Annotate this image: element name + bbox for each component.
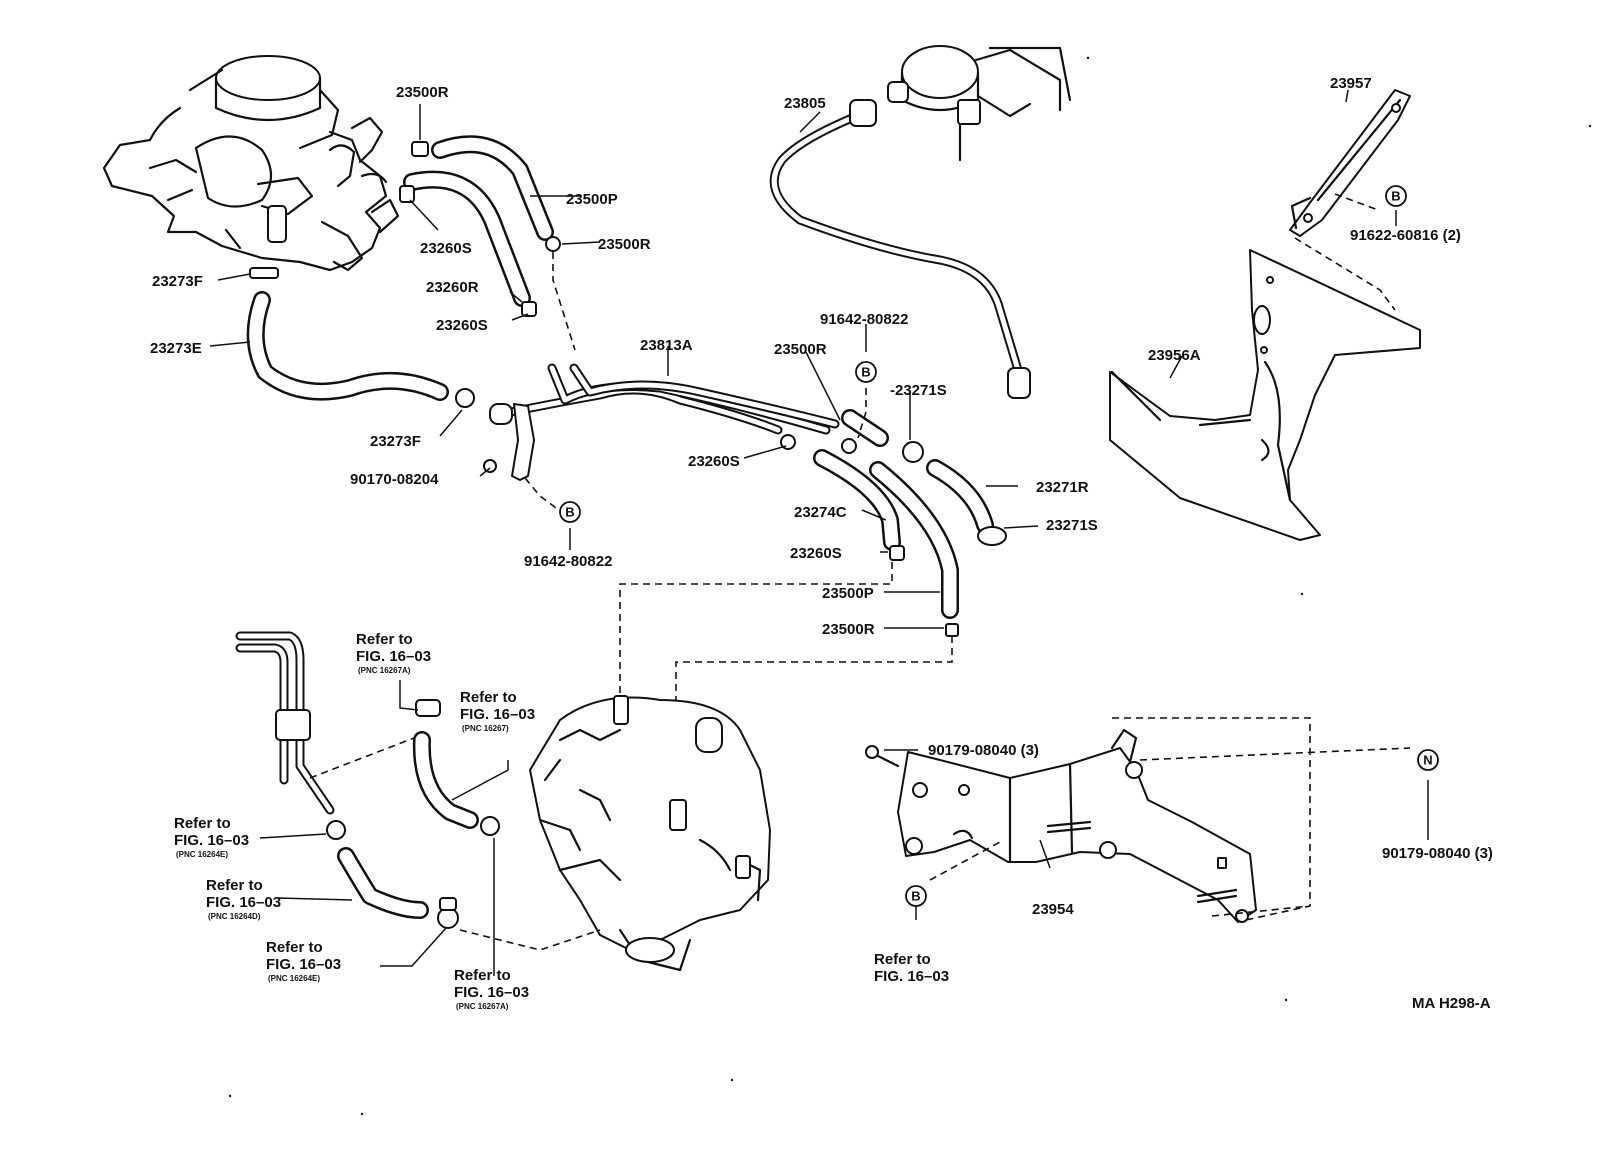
marker-b-2: B [855, 361, 877, 383]
refer-block-3: Refer to FIG. 16–03 (PNC 16264E) [174, 815, 249, 859]
svg-text:(PNC 16264E): (PNC 16264E) [268, 974, 320, 983]
svg-text:Refer to: Refer to [266, 939, 323, 956]
label-23274C: 23274C [794, 504, 847, 521]
refer-block-2: Refer to FIG. 16–03 (PNC 16267) [460, 689, 535, 733]
svg-text:FIG. 16–03: FIG. 16–03 [874, 968, 949, 985]
hose-23271R [841, 409, 1007, 546]
label-90179-08040-b: 90179-08040 (3) [1382, 845, 1493, 862]
label-23500P-b: 23500P [822, 585, 874, 602]
pipe-23813A [483, 363, 857, 481]
refer-block-7: Refer to FIG. 16–03 [874, 951, 949, 985]
dashed-line-23500R-pump [675, 636, 953, 700]
label-23271R: 23271R [1036, 479, 1089, 496]
dashed-line-left [309, 737, 601, 951]
diagram-code: MA H298-A [1412, 995, 1491, 1012]
svg-text:FIG. 16–03: FIG. 16–03 [266, 956, 341, 973]
label-23956A: 23956A [1148, 347, 1201, 364]
hose-23274C [813, 449, 901, 551]
label-23500R-a: 23500R [396, 84, 449, 101]
svg-text:FIG. 16–03: FIG. 16–03 [454, 984, 529, 1001]
label-23260R: 23260R [426, 279, 479, 296]
svg-text:Refer to: Refer to [206, 877, 263, 894]
label-23500R-d: 23500R [822, 621, 875, 638]
pump-assembly [529, 695, 771, 972]
left-pipes [235, 631, 346, 840]
label-23813A: 23813A [640, 337, 693, 354]
svg-text:(PNC 16264E): (PNC 16264E) [176, 850, 228, 859]
label-23260S-c: 23260S [688, 453, 740, 470]
label-23271S-a: -23271S [890, 382, 947, 399]
label-23957: 23957 [1330, 75, 1372, 92]
svg-text:Refer to: Refer to [460, 689, 517, 706]
label-23954: 23954 [1032, 901, 1074, 918]
svg-text:FIG. 16–03: FIG. 16–03 [356, 648, 431, 665]
label-91622-60816: 91622-60816 (2) [1350, 227, 1461, 244]
svg-text:Refer to: Refer to [454, 967, 511, 984]
bracket-23954 [865, 728, 1257, 923]
svg-text:B: B [1391, 189, 1400, 204]
label-23260S-b: 23260S [436, 317, 488, 334]
marker-n: N [1417, 749, 1439, 771]
svg-text:N: N [1423, 753, 1432, 768]
label-90179-08040-a: 90179-08040 (3) [928, 742, 1039, 759]
dashed-line-bracket-shield [1294, 193, 1396, 311]
dashed-line-23260S-pump [619, 562, 893, 706]
marker-b-1: B [1385, 185, 1407, 207]
scan-specks [228, 56, 1592, 1116]
refer-block-5: Refer to FIG. 16–03 (PNC 16264E) [266, 939, 341, 983]
refer-block-6: Refer to FIG. 16–03 (PNC 16267A) [454, 967, 529, 1011]
label-23273F-b: 23273F [370, 433, 421, 450]
svg-text:B: B [565, 505, 574, 520]
dashed-line-23954-b [929, 841, 1001, 881]
hose-lower-mid [412, 699, 500, 836]
label-23273E: 23273E [150, 340, 202, 357]
svg-text:FIG. 16–03: FIG. 16–03 [174, 832, 249, 849]
marker-b-4: B [905, 885, 927, 907]
hose-23500P-upper [431, 135, 554, 241]
svg-text:FIG. 16–03: FIG. 16–03 [206, 894, 281, 911]
vacuum-actuator [887, 45, 1072, 162]
label-23805: 23805 [784, 95, 826, 112]
dashed-line-23954-frame [1112, 717, 1411, 921]
refer-block-1: Refer to FIG. 16–03 (PNC 16267A) [356, 631, 431, 675]
hose-23260R [403, 170, 531, 307]
label-23271S-b: 23271S [1046, 517, 1098, 534]
dashed-line-91642-a [857, 388, 867, 439]
svg-text:Refer to: Refer to [174, 815, 231, 832]
refer-block-4: Refer to FIG. 16–03 (PNC 16264D) [206, 877, 281, 921]
label-91642-80822-a: 91642-80822 [820, 311, 908, 328]
hose-lower-left [337, 847, 459, 929]
svg-text:Refer to: Refer to [356, 631, 413, 648]
label-23260S-a: 23260S [420, 240, 472, 257]
marker-b-3: B [559, 501, 581, 523]
svg-text:B: B [911, 889, 920, 904]
shield-23956A [1109, 249, 1421, 541]
label-23500R-b: 23500R [598, 236, 651, 253]
bracket-23957 [1289, 89, 1411, 237]
svg-text:(PNC 16267A): (PNC 16267A) [456, 1002, 509, 1011]
label-23500P-a: 23500P [566, 191, 618, 208]
svg-text:(PNC 16267): (PNC 16267) [462, 724, 509, 733]
label-23273F-a: 23273F [152, 273, 203, 290]
svg-text:FIG. 16–03: FIG. 16–03 [460, 706, 535, 723]
label-90170-08204: 90170-08204 [350, 471, 439, 488]
svg-text:Refer to: Refer to [874, 951, 931, 968]
carburetor-assembly [102, 55, 400, 272]
hose-23500P-lower [869, 461, 959, 637]
tube-23805 [769, 99, 1031, 399]
svg-text:B: B [861, 365, 870, 380]
dashed-line-91642-b [524, 477, 557, 509]
svg-text:(PNC 16264D): (PNC 16264D) [208, 912, 261, 921]
clips-upper [249, 141, 561, 317]
leader-lines [209, 89, 1429, 976]
label-23260S-d: 23260S [790, 545, 842, 562]
hose-23273E [246, 291, 475, 408]
dashed-line-23500R-pipe [552, 252, 576, 351]
svg-text:(PNC 16267A): (PNC 16267A) [358, 666, 411, 675]
label-91642-80822-b: 91642-80822 [524, 553, 612, 570]
label-23500R-c: 23500R [774, 341, 827, 358]
